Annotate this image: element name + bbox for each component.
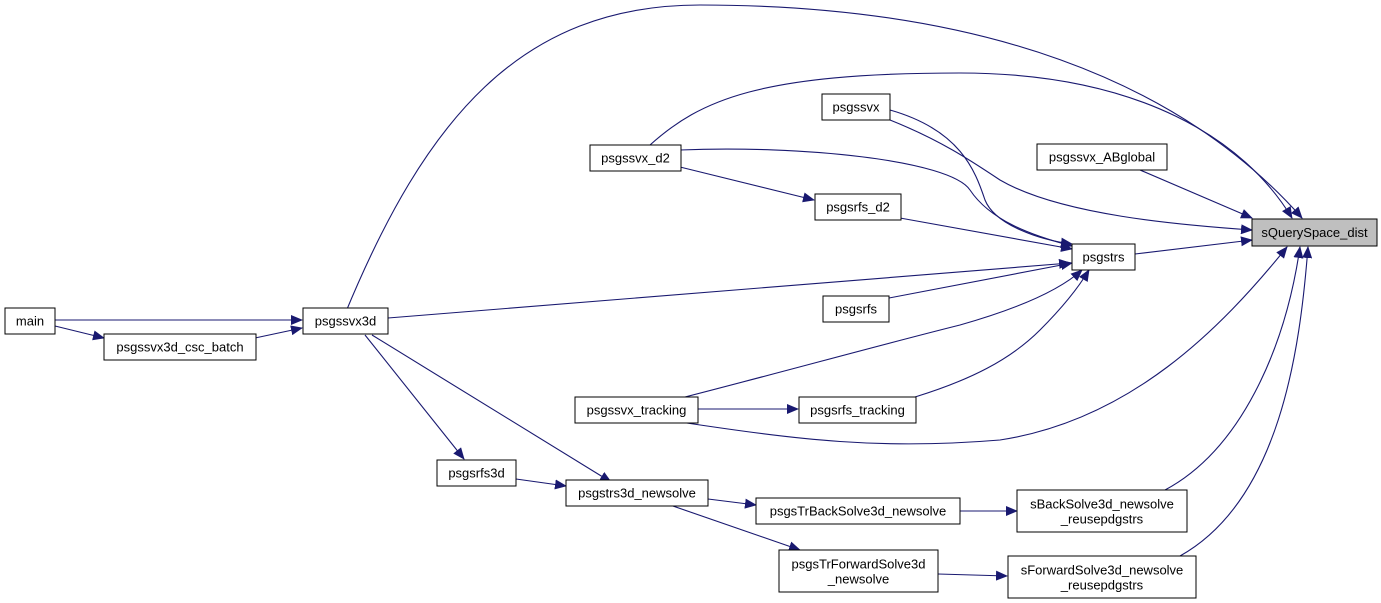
node-psgstrforwardsolve3d-newsolve[interactable]: psgsTrForwardSolve3d _newsolve	[778, 549, 939, 593]
edge-psgssvx-tracking-to-squeryspace-dist	[679, 246, 1288, 445]
node-psgstrs[interactable]: psgstrs	[1071, 243, 1136, 271]
node-psgssvx-tracking[interactable]: psgssvx_tracking	[574, 396, 699, 424]
svg-text:psgssvx3d_csc_batch: psgssvx3d_csc_batch	[116, 340, 243, 355]
node-squeryspace-dist: sQuerySpace_dist	[1251, 218, 1378, 247]
svg-text:psgstrs3d_newsolve: psgstrs3d_newsolve	[578, 486, 696, 501]
edge-psgssvx-abglobal-to-squeryspace-dist	[1139, 169, 1253, 219]
edge-psgsrfs-d2-to-psgstrs	[899, 217, 1073, 252]
edge-psgssvx3d-to-squeryspace-dist	[344, 4, 1303, 315]
edge-psgssvx-d2-to-psgsrfs-d2	[679, 166, 815, 203]
svg-text:psgssvx: psgssvx	[833, 100, 880, 115]
svg-text:psgssvx_tracking: psgssvx_tracking	[587, 403, 687, 418]
node-psgsrfs3d[interactable]: psgsrfs3d	[436, 459, 517, 487]
node-sforwardsolve3d-newsolve-reusepdgstrs[interactable]: sForwardSolve3d_newsolve _reusepdgstrs	[1007, 555, 1197, 599]
node-psgsrfs-d2[interactable]: psgsrfs_d2	[814, 193, 902, 221]
edge-sforwardsolve-to-squeryspace-dist	[1179, 246, 1313, 557]
node-psgstrbacksolve3d-newsolve[interactable]: psgsTrBackSolve3d_newsolve	[755, 497, 961, 525]
edge-psgssvx-to-squeryspace-dist	[889, 119, 1253, 235]
edge-psgssvx-tracking-to-psgstrs	[684, 269, 1083, 398]
edge-psgssvx-d2-to-squeryspace-dist	[649, 72, 1293, 219]
edge-main-to-psgssvx3d-csc-batch	[54, 325, 105, 341]
edge-psgssvx3d-to-psgsrfs3d	[364, 334, 465, 460]
edge-psgssvx-to-psgstrs	[889, 109, 1073, 248]
edge-psgstrs-to-squeryspace-dist	[1134, 236, 1253, 255]
svg-text:psgsrfs_tracking: psgsrfs_tracking	[810, 403, 905, 418]
node-psgstrs3d-newsolve[interactable]: psgstrs3d_newsolve	[565, 479, 709, 507]
svg-text:psgssvx_d2: psgssvx_d2	[601, 151, 670, 166]
node-psgssvx-d2[interactable]: psgssvx_d2	[589, 144, 682, 172]
edge-sbacksolve-to-squeryspace-dist	[1164, 246, 1304, 491]
svg-text:psgsTrForwardSolve3d: psgsTrForwardSolve3d	[792, 557, 926, 572]
node-main[interactable]: main	[4, 307, 56, 335]
edges	[54, 4, 1313, 581]
nodes: sQuerySpace_dist psgstrs psgssvx_ABgloba…	[4, 93, 1378, 599]
node-psgssvx[interactable]: psgssvx	[821, 93, 891, 121]
svg-text:main: main	[16, 314, 44, 329]
svg-text:psgsTrBackSolve3d_newsolve: psgsTrBackSolve3d_newsolve	[770, 504, 947, 519]
svg-text:psgsrfs: psgsrfs	[835, 302, 877, 317]
edge-psgssvx3d-to-psgstrs	[387, 258, 1071, 319]
node-sbacksolve3d-newsolve-reusepdgstrs[interactable]: sBackSolve3d_newsolve _reusepdgstrs	[1016, 489, 1188, 533]
svg-text:psgssvx3d: psgssvx3d	[315, 314, 376, 329]
node-psgsrfs[interactable]: psgsrfs	[822, 295, 890, 323]
edge-psgstrs3d-newsolve-to-psgstrbacksolve	[707, 498, 757, 509]
svg-text:_reusepdgstrs: _reusepdgstrs	[1060, 578, 1144, 593]
edge-psgsrfs-to-psgstrs	[888, 260, 1073, 299]
node-psgssvx3d[interactable]: psgssvx3d	[302, 307, 389, 335]
svg-text:sQuerySpace_dist: sQuerySpace_dist	[1261, 225, 1368, 240]
svg-text:psgstrs: psgstrs	[1083, 250, 1125, 265]
node-psgsrfs-tracking[interactable]: psgsrfs_tracking	[798, 396, 917, 424]
edge-psgssvx-d2-to-psgstrs	[679, 148, 1073, 249]
edge-psgssvx3d-csc-batch-to-psgssvx3d	[254, 325, 303, 339]
edge-psgssvx3d-to-psgstrs3d-newsolve	[371, 334, 612, 483]
svg-text:_newsolve: _newsolve	[827, 572, 889, 587]
edge-psgsrfs3d-to-psgstrs3d-newsolve	[515, 478, 567, 490]
node-psgssvx3d-csc-batch[interactable]: psgssvx3d_csc_batch	[103, 333, 257, 361]
svg-text:sForwardSolve3d_newsolve: sForwardSolve3d_newsolve	[1021, 563, 1184, 578]
edge-psgstrs3d-newsolve-to-psgstrforwardsolve	[669, 504, 801, 552]
node-psgssvx-abglobal[interactable]: psgssvx_ABglobal	[1036, 143, 1168, 171]
svg-text:sBackSolve3d_newsolve: sBackSolve3d_newsolve	[1030, 497, 1174, 512]
edge-psgstrforwardsolve-to-sforwardsolve	[937, 570, 1008, 581]
svg-text:psgsrfs3d: psgsrfs3d	[448, 466, 504, 481]
svg-text:psgssvx_ABglobal: psgssvx_ABglobal	[1049, 150, 1155, 165]
edge-psgsrfs-tracking-to-psgstrs	[914, 269, 1090, 398]
svg-text:_reusepdgstrs: _reusepdgstrs	[1060, 512, 1144, 527]
svg-text:psgsrfs_d2: psgsrfs_d2	[826, 200, 890, 215]
